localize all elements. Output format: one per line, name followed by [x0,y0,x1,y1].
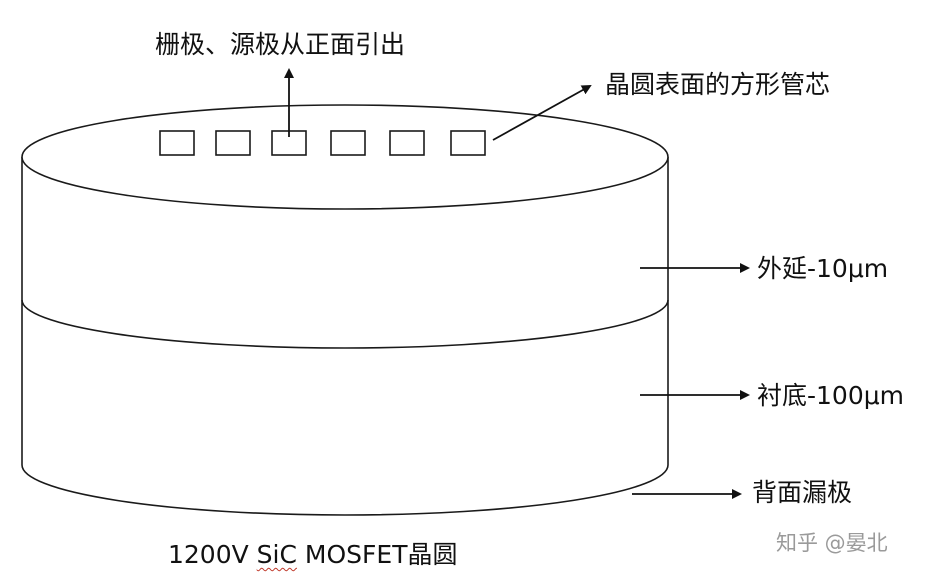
chip-square [215,130,251,156]
chip-square [159,130,195,156]
layer-boundary [21,299,669,349]
caption-prefix: 1200V [168,540,257,569]
label-gate-source: 栅极、源极从正面引出 [155,30,406,59]
label-epitaxy: 外延-10μm [757,254,889,283]
chip-square [450,130,486,156]
chip-square [330,130,366,156]
arrow-chips [492,85,592,141]
label-back-drain: 背面漏极 [752,478,853,507]
caption-sic: SiC [256,540,297,569]
chip-square [389,130,425,156]
label-square-chips: 晶圆表面的方形管芯 [605,70,831,99]
wafer-caption: 1200V SiC MOSFET晶圆 [168,540,457,570]
caption-suffix: MOSFET晶圆 [296,540,458,569]
wafer-bottom-edge [21,464,669,516]
label-substrate: 衬底-100μm [757,381,904,410]
watermark: 知乎 @晏北 [776,531,888,555]
wafer-top-surface [21,104,669,210]
